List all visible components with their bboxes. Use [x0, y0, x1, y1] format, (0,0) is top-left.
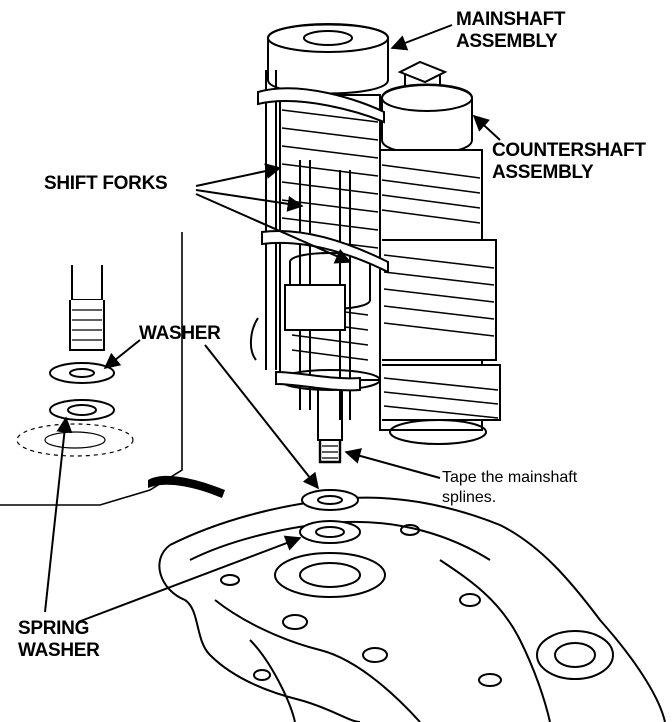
washer-label: WASHER	[139, 323, 221, 344]
leader-spring-case	[77, 535, 302, 623]
countershaft-label-line1: COUNTERSHAFT	[492, 140, 646, 161]
leader-shift-fork-1	[195, 163, 282, 187]
tape-splines-note: Tape the mainshaft splines.	[442, 468, 577, 508]
leader-washer-inset	[103, 339, 141, 369]
spring-washer-line1: SPRING	[18, 618, 90, 639]
washers-on-case	[299, 489, 361, 544]
mainshaft-label-line2: ASSEMBLY	[456, 31, 558, 52]
transmission-case	[158, 496, 666, 722]
countershaft-label-line2: ASSEMBLY	[492, 162, 594, 183]
shift-forks	[250, 70, 389, 420]
leader-lines	[44, 24, 501, 623]
mainshaft-label-line1: MAINSHAFT	[456, 9, 566, 30]
leader-countershaft	[472, 114, 501, 141]
leader-tape	[344, 448, 441, 479]
leader-shift-fork-3	[195, 193, 352, 264]
countershaft-assembly	[379, 60, 501, 445]
countershaft-assembly-label: COUNTERSHAFT ASSEMBLY	[492, 140, 646, 184]
leader-spring-inset	[44, 416, 73, 613]
leader-shift-fork-2	[195, 189, 304, 212]
leader-washer-case	[204, 344, 319, 490]
shift-forks-label: SHIFT FORKS	[44, 173, 168, 194]
spring-washer-label: SPRING WASHER	[18, 618, 100, 662]
leader-mainshaft	[390, 24, 453, 51]
tape-note-line2: splines.	[442, 489, 497, 506]
mainshaft-assembly-label: MAINSHAFT ASSEMBLY	[456, 9, 565, 53]
inset-detail	[0, 232, 225, 506]
spring-washer-line2: WASHER	[18, 640, 100, 661]
tape-note-line1: Tape the mainshaft	[442, 469, 578, 486]
